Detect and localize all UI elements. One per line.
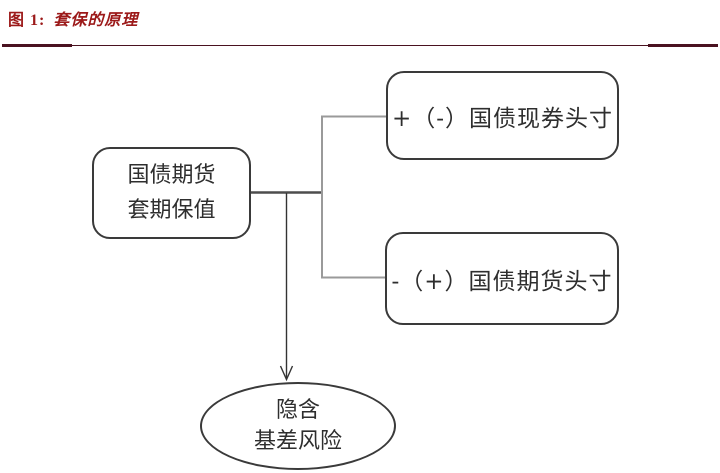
node-futures-position-label: -（+）国债期货头寸 bbox=[391, 268, 613, 295]
node-cash-position: +（-）国债现券头寸 bbox=[386, 71, 619, 160]
header-divider bbox=[2, 45, 718, 46]
node-hedge: 国债期货 套期保值 bbox=[92, 147, 251, 239]
figure-header: 图 1: 套保的原理 bbox=[8, 6, 138, 30]
node-basis-risk: 隐含 基差风险 bbox=[200, 382, 396, 470]
node-hedge-label-line2: 套期保值 bbox=[127, 198, 216, 223]
node-basis-risk-label-line1: 隐含 bbox=[275, 398, 320, 423]
header-divider-right-accent bbox=[648, 44, 718, 47]
figure-title: 套保的原理 bbox=[53, 12, 139, 29]
connector-bracket bbox=[321, 115, 387, 279]
node-cash-position-label: +（-）国债现券头寸 bbox=[391, 105, 614, 132]
node-basis-risk-label-line2: 基差风险 bbox=[253, 429, 342, 454]
header-divider-left-accent bbox=[2, 44, 72, 47]
node-hedge-label-line1: 国债期货 bbox=[127, 163, 216, 188]
figure-label: 图 1: bbox=[8, 12, 46, 29]
arrowhead-icon bbox=[279, 365, 294, 382]
node-futures-position: -（+）国债期货头寸 bbox=[385, 232, 619, 325]
